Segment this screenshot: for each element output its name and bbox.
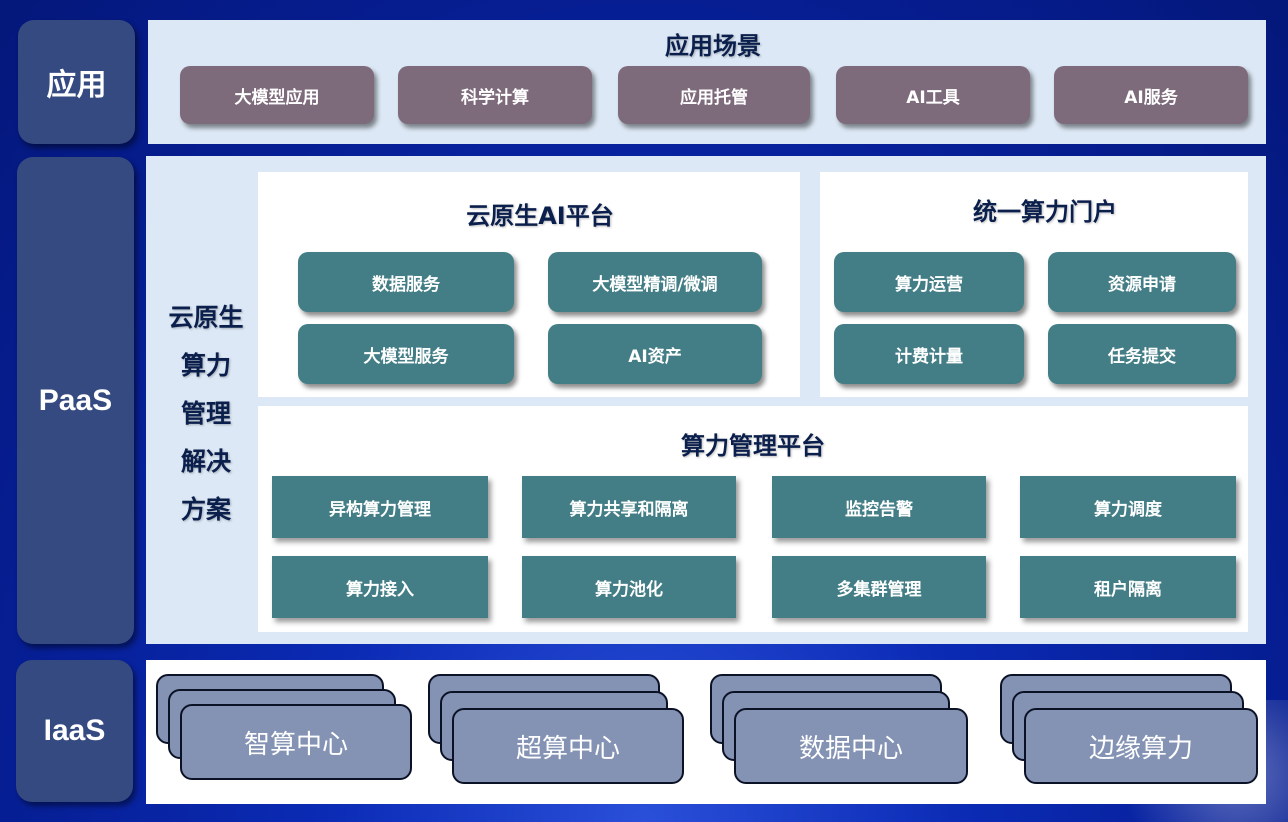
mgmt-title: 算力管理平台 [681,432,825,460]
iaas-card-datacenter[interactable]: 数据中心 [734,708,968,784]
portal-item-operations[interactable]: 算力运营 [834,252,1024,312]
mgmt-item-access[interactable]: 算力接入 [272,556,488,618]
mgmt-item-hetero[interactable]: 异构算力管理 [272,476,488,538]
iaas-card-aicenter[interactable]: 智算中心 [180,704,412,780]
layer-label-paas-text: PaaS [38,383,113,417]
iaas-card-supercomputing[interactable]: 超算中心 [452,708,684,784]
iaas-panel: 智算中心 超算中心 数据中心 边缘算力 [146,660,1266,804]
mgmt-item-monitoring[interactable]: 监控告警 [772,476,986,538]
ai-platform-box: 云原生AI平台 数据服务 大模型精调/微调 大模型服务 AI资产 [258,172,800,397]
layer-label-iaas: IaaS [16,660,133,802]
paas-side-line: 管理 [180,399,231,428]
mgmt-box: 算力管理平台 异构算力管理 算力共享和隔离 监控告警 算力调度 算力接入 算力池… [258,406,1248,632]
ai-platform-item-llm-service[interactable]: 大模型服务 [298,324,514,384]
paas-side-line: 解决 [180,447,231,476]
paas-side-caption: 云原生 算力 管理 解决 方案 [160,294,252,534]
application-title: 应用场景 [665,32,761,60]
application-panel: 应用场景 大模型应用 科学计算 应用托管 AI工具 AI服务 [148,20,1266,144]
portal-title: 统一算力门户 [973,198,1117,226]
mgmt-item-sharing[interactable]: 算力共享和隔离 [522,476,736,538]
app-item-llm[interactable]: 大模型应用 [180,66,374,124]
ai-platform-item-finetune[interactable]: 大模型精调/微调 [548,252,762,312]
paas-side-line: 云原生 [168,303,244,332]
ai-platform-title: 云原生AI平台 [466,202,614,230]
app-item-hosting[interactable]: 应用托管 [618,66,810,124]
paas-side-line: 方案 [180,495,231,524]
portal-box: 统一算力门户 算力运营 资源申请 计费计量 任务提交 [820,172,1248,397]
portal-item-task-submit[interactable]: 任务提交 [1048,324,1236,384]
ai-platform-item-assets[interactable]: AI资产 [548,324,762,384]
iaas-card-edge[interactable]: 边缘算力 [1024,708,1258,784]
ai-platform-item-data[interactable]: 数据服务 [298,252,514,312]
layer-label-iaas-text: IaaS [43,714,106,747]
layer-label-app: 应用 [18,20,135,144]
layer-label-app-text: 应用 [46,69,107,102]
mgmt-item-scheduling[interactable]: 算力调度 [1020,476,1236,538]
mgmt-item-tenant-isolation[interactable]: 租户隔离 [1020,556,1236,618]
app-item-science[interactable]: 科学计算 [398,66,592,124]
portal-item-resource-request[interactable]: 资源申请 [1048,252,1236,312]
mgmt-item-multicluster[interactable]: 多集群管理 [772,556,986,618]
paas-side-line: 算力 [180,351,231,380]
paas-panel: 云原生 算力 管理 解决 方案 云原生AI平台 数据服务 大模型精调/微调 大模… [146,156,1266,644]
app-item-ai-tools[interactable]: AI工具 [836,66,1030,124]
mgmt-item-pooling[interactable]: 算力池化 [522,556,736,618]
portal-item-billing[interactable]: 计费计量 [834,324,1024,384]
layer-label-paas: PaaS [17,157,134,644]
app-item-ai-services[interactable]: AI服务 [1054,66,1248,124]
